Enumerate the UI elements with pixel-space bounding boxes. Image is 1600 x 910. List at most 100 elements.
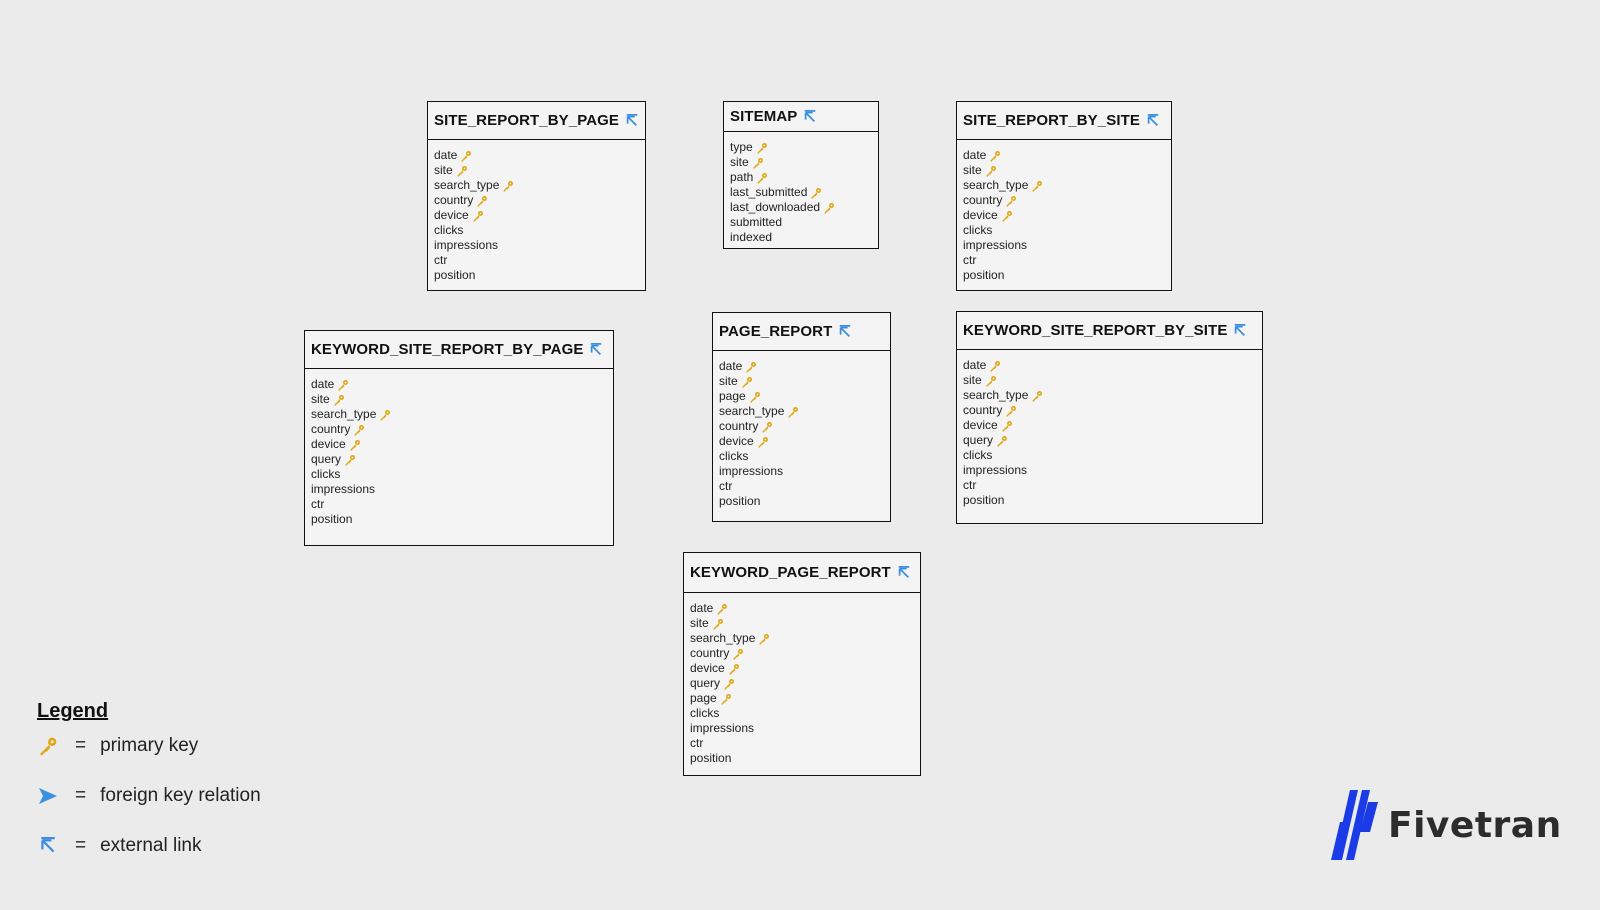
field-row: device: [963, 208, 1165, 223]
field-row: last_downloaded: [730, 200, 872, 215]
external-link-icon[interactable]: [838, 324, 852, 339]
field-name: ctr: [963, 478, 977, 492]
field-name: site: [434, 163, 453, 177]
legend-equals: =: [75, 735, 87, 756]
table-header: KEYWORD_SITE_REPORT_BY_SITE: [957, 312, 1262, 350]
key-icon: [998, 210, 1013, 222]
key-icon: [725, 663, 740, 675]
field-row: ctr: [311, 497, 607, 512]
key-icon: [993, 435, 1008, 447]
external-link-icon: [37, 837, 59, 855]
legend-item-foreign-key: = foreign key relation: [37, 785, 261, 807]
field-name: impressions: [963, 463, 1028, 477]
field-row: country: [311, 422, 607, 437]
table-name: KEYWORD_SITE_REPORT_BY_SITE: [963, 322, 1228, 339]
field-row: site: [690, 616, 914, 631]
field-name: clicks: [963, 223, 993, 237]
legend-equals: =: [75, 785, 87, 806]
key-icon: [330, 394, 345, 406]
field-name: device: [963, 208, 998, 222]
field-row: site: [311, 392, 607, 407]
external-link-icon[interactable]: [1146, 113, 1160, 128]
field-row: page: [690, 691, 914, 706]
field-row: impressions: [690, 721, 914, 736]
field-name: date: [311, 377, 335, 391]
table-name: SITE_REPORT_BY_PAGE: [434, 112, 620, 129]
field-row: impressions: [434, 238, 639, 253]
table-header: PAGE_REPORT: [713, 313, 890, 351]
field-row: search_type: [311, 407, 607, 422]
field-name: query: [690, 676, 721, 690]
field-row: clicks: [963, 223, 1165, 238]
field-row: ctr: [963, 478, 1256, 493]
field-name: device: [690, 661, 725, 675]
table-header: KEYWORD_PAGE_REPORT: [684, 553, 920, 593]
external-link-icon[interactable]: [625, 113, 639, 128]
field-name: country: [311, 422, 351, 436]
field-row: site: [730, 155, 872, 170]
field-row: device: [719, 434, 884, 449]
external-link-icon[interactable]: [589, 342, 603, 357]
field-row: impressions: [719, 464, 884, 479]
table-name: SITEMAP: [730, 108, 798, 125]
key-icon: [982, 375, 997, 387]
external-link-icon[interactable]: [803, 109, 817, 124]
legend-item-external-link: = external link: [37, 835, 202, 857]
table-header: SITE_REPORT_BY_PAGE: [428, 102, 645, 140]
field-row: position: [311, 512, 607, 527]
field-name: device: [963, 418, 998, 432]
field-name: impressions: [719, 464, 784, 478]
external-link-icon[interactable]: [1233, 323, 1247, 338]
table-name: PAGE_REPORT: [719, 323, 833, 340]
field-name: ctr: [963, 253, 977, 267]
key-icon: [807, 187, 822, 199]
field-row: position: [434, 268, 639, 283]
field-row: ctr: [719, 479, 884, 494]
field-row: site: [719, 374, 884, 389]
field-row: date: [311, 377, 607, 392]
key-icon: [820, 202, 835, 214]
field-name: date: [963, 358, 987, 372]
field-name: clicks: [434, 223, 464, 237]
field-name: site: [311, 392, 330, 406]
field-name: country: [963, 193, 1003, 207]
field-row: submitted: [730, 215, 872, 230]
field-name: impressions: [690, 721, 755, 735]
field-row: query: [311, 452, 607, 467]
field-name: search_type: [963, 178, 1029, 192]
field-row: clicks: [690, 706, 914, 721]
field-row: device: [311, 437, 607, 452]
field-name: query: [963, 433, 994, 447]
field-name: search_type: [719, 404, 785, 418]
field-name: device: [434, 208, 469, 222]
field-name: impressions: [311, 482, 376, 496]
field-row: date: [719, 359, 884, 374]
table-header: KEYWORD_SITE_REPORT_BY_PAGE: [305, 331, 613, 369]
field-name: position: [690, 751, 732, 765]
table-name: SITE_REPORT_BY_SITE: [963, 112, 1140, 129]
field-row: page: [719, 389, 884, 404]
field-row: position: [719, 494, 884, 509]
external-link-icon[interactable]: [897, 565, 911, 580]
field-row: device: [690, 661, 914, 676]
field-name: clicks: [690, 706, 720, 720]
field-name: position: [963, 493, 1005, 507]
field-name: date: [434, 148, 458, 162]
field-row: date: [690, 601, 914, 616]
field-row: position: [963, 268, 1165, 283]
field-row: site: [963, 373, 1256, 388]
field-row: ctr: [690, 736, 914, 751]
key-icon: [457, 150, 472, 162]
field-name: page: [690, 691, 717, 705]
field-row: ctr: [434, 253, 639, 268]
table-header: SITE_REPORT_BY_SITE: [957, 102, 1171, 140]
